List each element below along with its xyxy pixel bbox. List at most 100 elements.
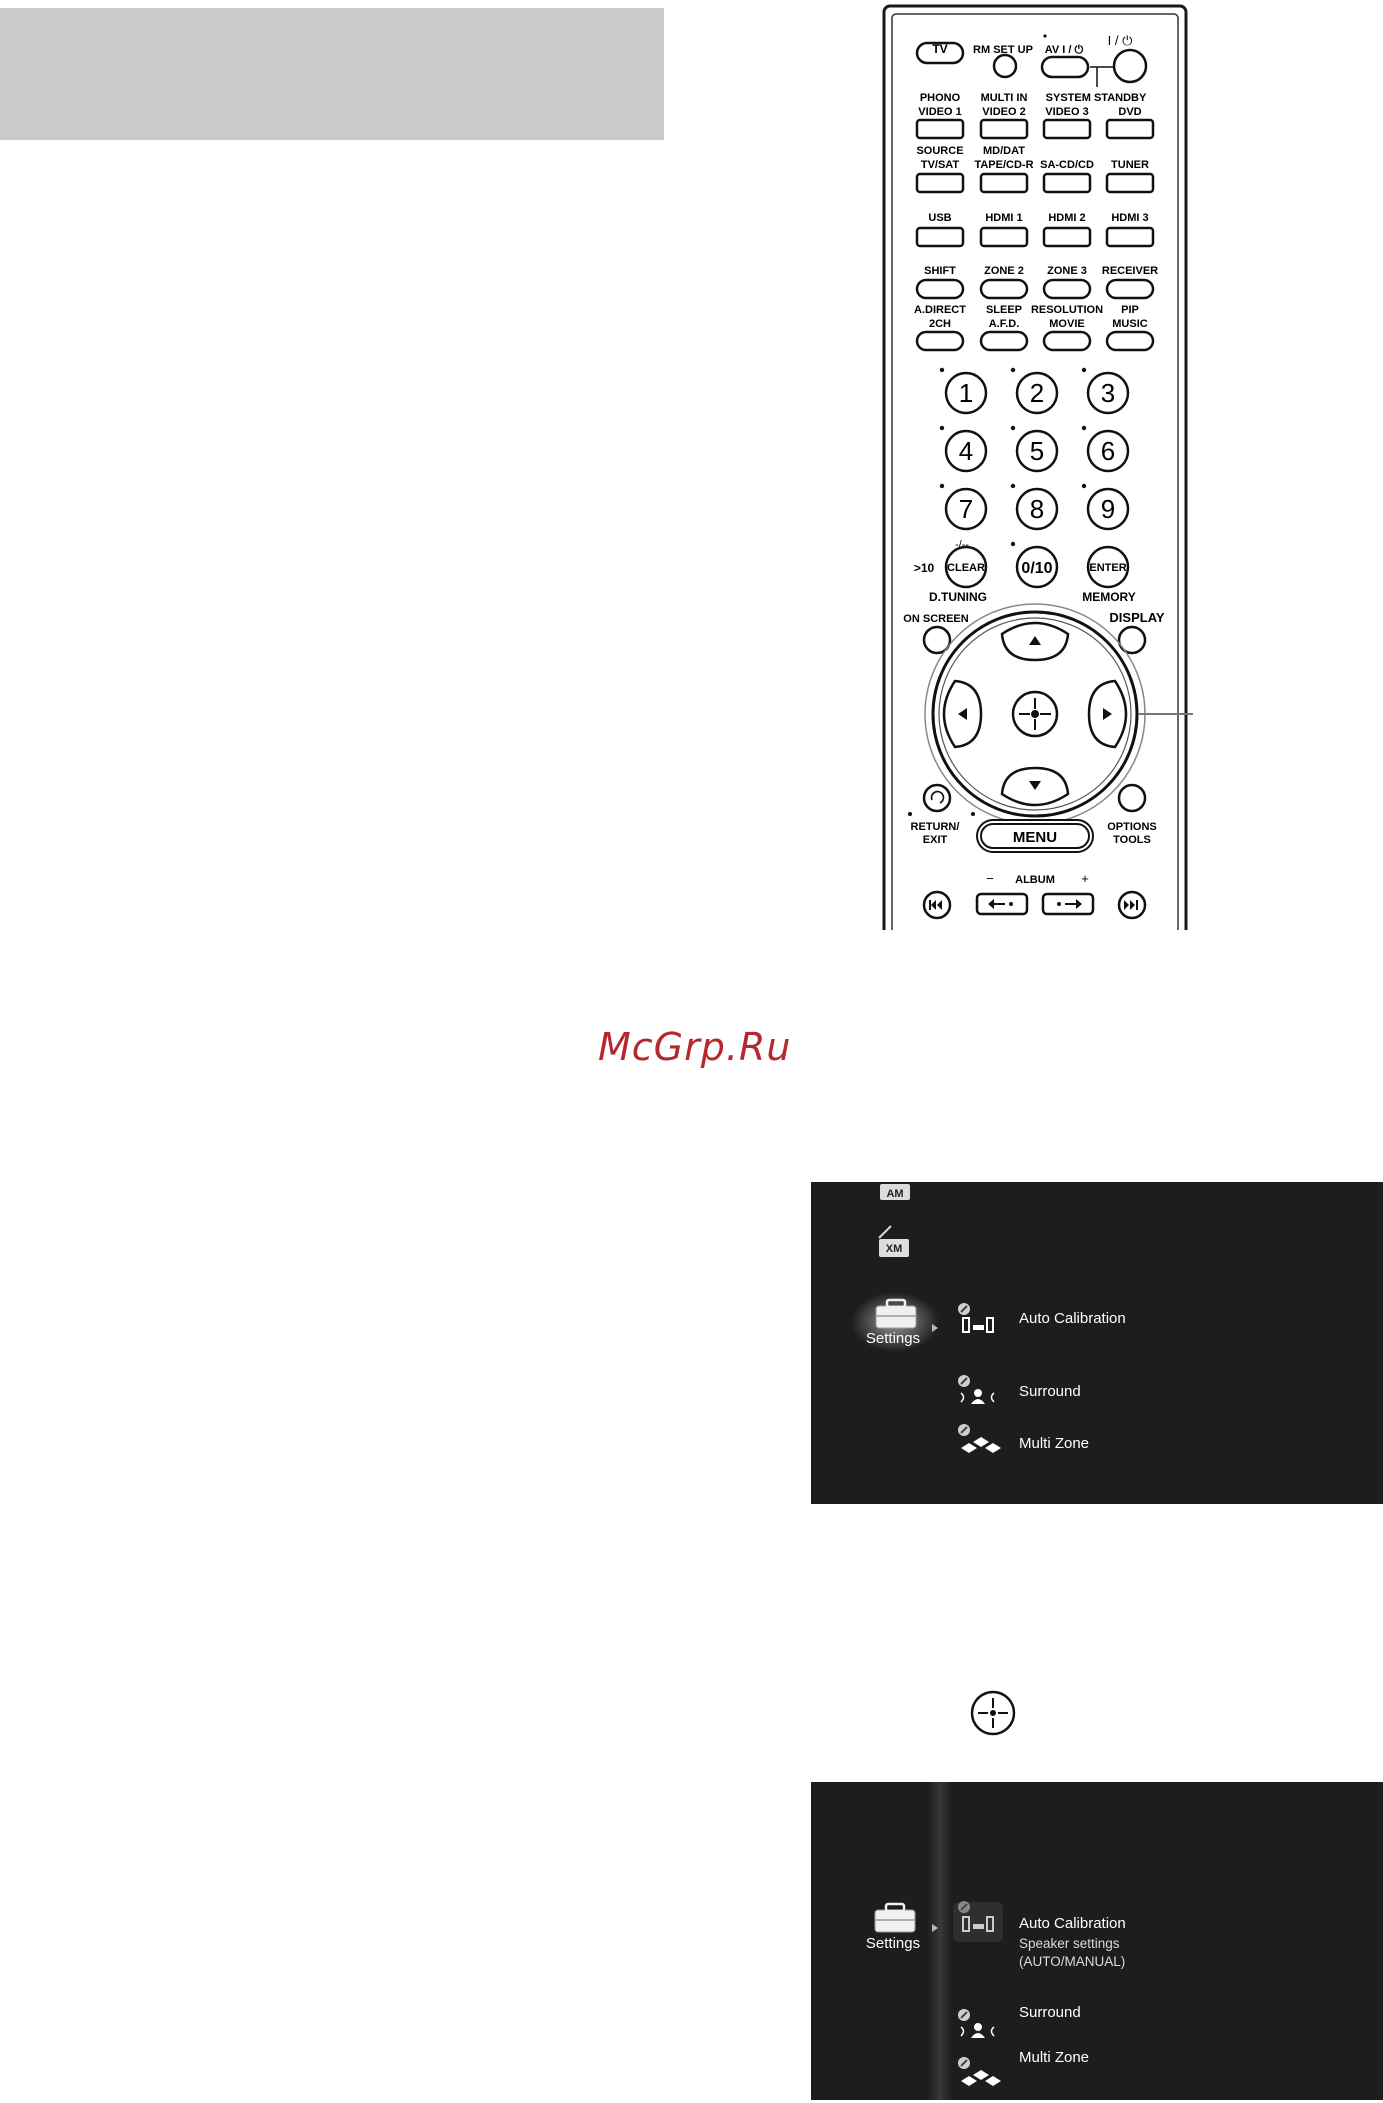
svg-text:5: 5 <box>1030 436 1044 466</box>
video2-button[interactable] <box>979 118 1029 140</box>
zero-button[interactable]: 0/10 <box>1010 541 1059 589</box>
video1-button[interactable] <box>915 118 965 140</box>
zone2-label: ZONE 2 <box>984 265 1024 277</box>
display-button[interactable] <box>1117 625 1147 655</box>
tv-button[interactable] <box>915 41 965 65</box>
xm-icon: XM <box>878 1225 909 1257</box>
dvd-button[interactable] <box>1105 118 1155 140</box>
arrow-left-icon <box>958 708 967 720</box>
prev-track-button[interactable] <box>922 890 952 920</box>
enter-icon <box>1019 698 1051 730</box>
menu-item-multi-zone[interactable]: Multi Zone <box>1019 2049 1090 2066</box>
svg-text:CLEAR: CLEAR <box>947 562 985 574</box>
arrow-down-icon <box>1029 781 1041 790</box>
rm-setup-label: RM SET UP <box>973 44 1033 56</box>
shift-label: SHIFT <box>924 265 956 277</box>
options-button[interactable] <box>1117 783 1147 813</box>
clear-button[interactable]: CLEAR <box>944 545 988 589</box>
return-label: RETURN/ <box>911 821 960 833</box>
a-direct-label: A.DIRECT <box>914 304 966 316</box>
tape-cdr-button[interactable] <box>979 172 1029 194</box>
zone3-button[interactable] <box>1042 278 1092 300</box>
menu-item-surround[interactable]: Surround <box>1019 1383 1081 1400</box>
receiver-button[interactable] <box>1105 278 1155 300</box>
dpad-down-button[interactable] <box>1000 766 1070 807</box>
settings-category-label: Settings <box>865 1330 921 1347</box>
number-3-button[interactable]: 3 <box>1081 367 1130 415</box>
multi-zone-icon <box>958 2057 1001 2086</box>
zone3-label: ZONE 3 <box>1047 265 1087 277</box>
svg-text:3: 3 <box>1101 378 1115 408</box>
hdmi2-button[interactable] <box>1042 226 1092 248</box>
dpad-enter-button[interactable] <box>1011 690 1059 738</box>
dpad-right-button[interactable] <box>1087 679 1128 749</box>
sacd-cd-label: SA-CD/CD <box>1040 159 1094 171</box>
zone2-button[interactable] <box>979 278 1029 300</box>
menu-item-auto-calibration[interactable]: Auto Calibration <box>1019 1915 1126 1932</box>
number-6-button[interactable]: 6 <box>1081 425 1130 473</box>
dpad-up-button[interactable] <box>1000 621 1070 662</box>
menu-item-auto-calibration[interactable]: Auto Calibration <box>1019 1310 1126 1327</box>
menu-item-multi-zone[interactable]: Multi Zone <box>1019 1435 1090 1452</box>
hdmi3-button[interactable] <box>1105 226 1155 248</box>
afd-label: A.F.D. <box>989 318 1020 330</box>
album-plus-button[interactable] <box>1041 892 1095 916</box>
speaker-icon <box>958 1303 994 1333</box>
menu-item-surround[interactable]: Surround <box>1019 2004 1081 2021</box>
shift-button[interactable] <box>915 278 965 300</box>
video3-button[interactable] <box>1042 118 1092 140</box>
number-2-button[interactable]: 2 <box>1010 367 1059 415</box>
sacd-cd-button[interactable] <box>1042 172 1092 194</box>
av-power-button[interactable] <box>1040 55 1090 79</box>
menu-button[interactable]: MENU <box>976 819 1094 853</box>
video1-label: VIDEO 1 <box>918 106 961 118</box>
rm-setup-button[interactable] <box>992 53 1018 79</box>
enter-button[interactable]: ENTER <box>1086 545 1130 589</box>
svg-text:6: 6 <box>1101 436 1115 466</box>
settings-menu-screen-2: Settings Auto Calibration Speaker settin… <box>811 1782 1383 2100</box>
number-1-button[interactable]: 1 <box>939 367 988 415</box>
tuner-button[interactable] <box>1105 172 1155 194</box>
dvd-label: DVD <box>1118 106 1141 118</box>
2ch-button[interactable] <box>915 330 965 352</box>
svg-text:0/10: 0/10 <box>1021 560 1052 577</box>
album-minus-button[interactable] <box>975 892 1029 916</box>
receiver-label: RECEIVER <box>1102 265 1158 277</box>
phono-label: PHONO <box>920 92 961 104</box>
svg-text:1: 1 <box>959 378 973 408</box>
multi-zone-icon <box>958 1424 1001 1453</box>
options-label: OPTIONS <box>1107 821 1157 833</box>
power-button[interactable] <box>1112 48 1148 84</box>
return-icon <box>930 790 945 804</box>
source-label: SOURCE <box>916 145 963 157</box>
number-4-button[interactable]: 4 <box>939 425 988 473</box>
tv-sat-button[interactable] <box>915 172 965 194</box>
svg-text:8: 8 <box>1030 494 1044 524</box>
number-9-button[interactable]: 9 <box>1081 483 1130 531</box>
gt10-label: >10 <box>914 561 935 575</box>
return-button[interactable] <box>922 783 952 813</box>
usb-button[interactable] <box>915 226 965 248</box>
hdmi1-button[interactable] <box>979 226 1029 248</box>
video3-label: VIDEO 3 <box>1045 106 1088 118</box>
surround-icon <box>958 1375 995 1404</box>
am-icon: AM <box>880 1184 910 1200</box>
tape-cdr-label: TAPE/CD-R <box>974 159 1033 171</box>
memory-label: MEMORY <box>1082 590 1136 604</box>
music-button[interactable] <box>1105 330 1155 352</box>
tuner-label: TUNER <box>1111 159 1149 171</box>
on-screen-button[interactable] <box>922 625 952 655</box>
on-screen-label: ON SCREEN <box>903 613 968 625</box>
number-5-button[interactable]: 5 <box>1010 425 1059 473</box>
number-8-button[interactable]: 8 <box>1010 483 1059 531</box>
next-track-icon <box>1124 900 1138 910</box>
movie-button[interactable] <box>1042 330 1092 352</box>
exit-label: EXIT <box>923 834 948 846</box>
next-track-button[interactable] <box>1117 890 1147 920</box>
header-placeholder-box <box>0 8 664 140</box>
video2-label: VIDEO 2 <box>982 106 1025 118</box>
speaker-icon <box>958 1901 994 1932</box>
afd-button[interactable] <box>979 330 1029 352</box>
number-7-button[interactable]: 7 <box>939 483 988 531</box>
dpad-left-button[interactable] <box>942 679 983 749</box>
